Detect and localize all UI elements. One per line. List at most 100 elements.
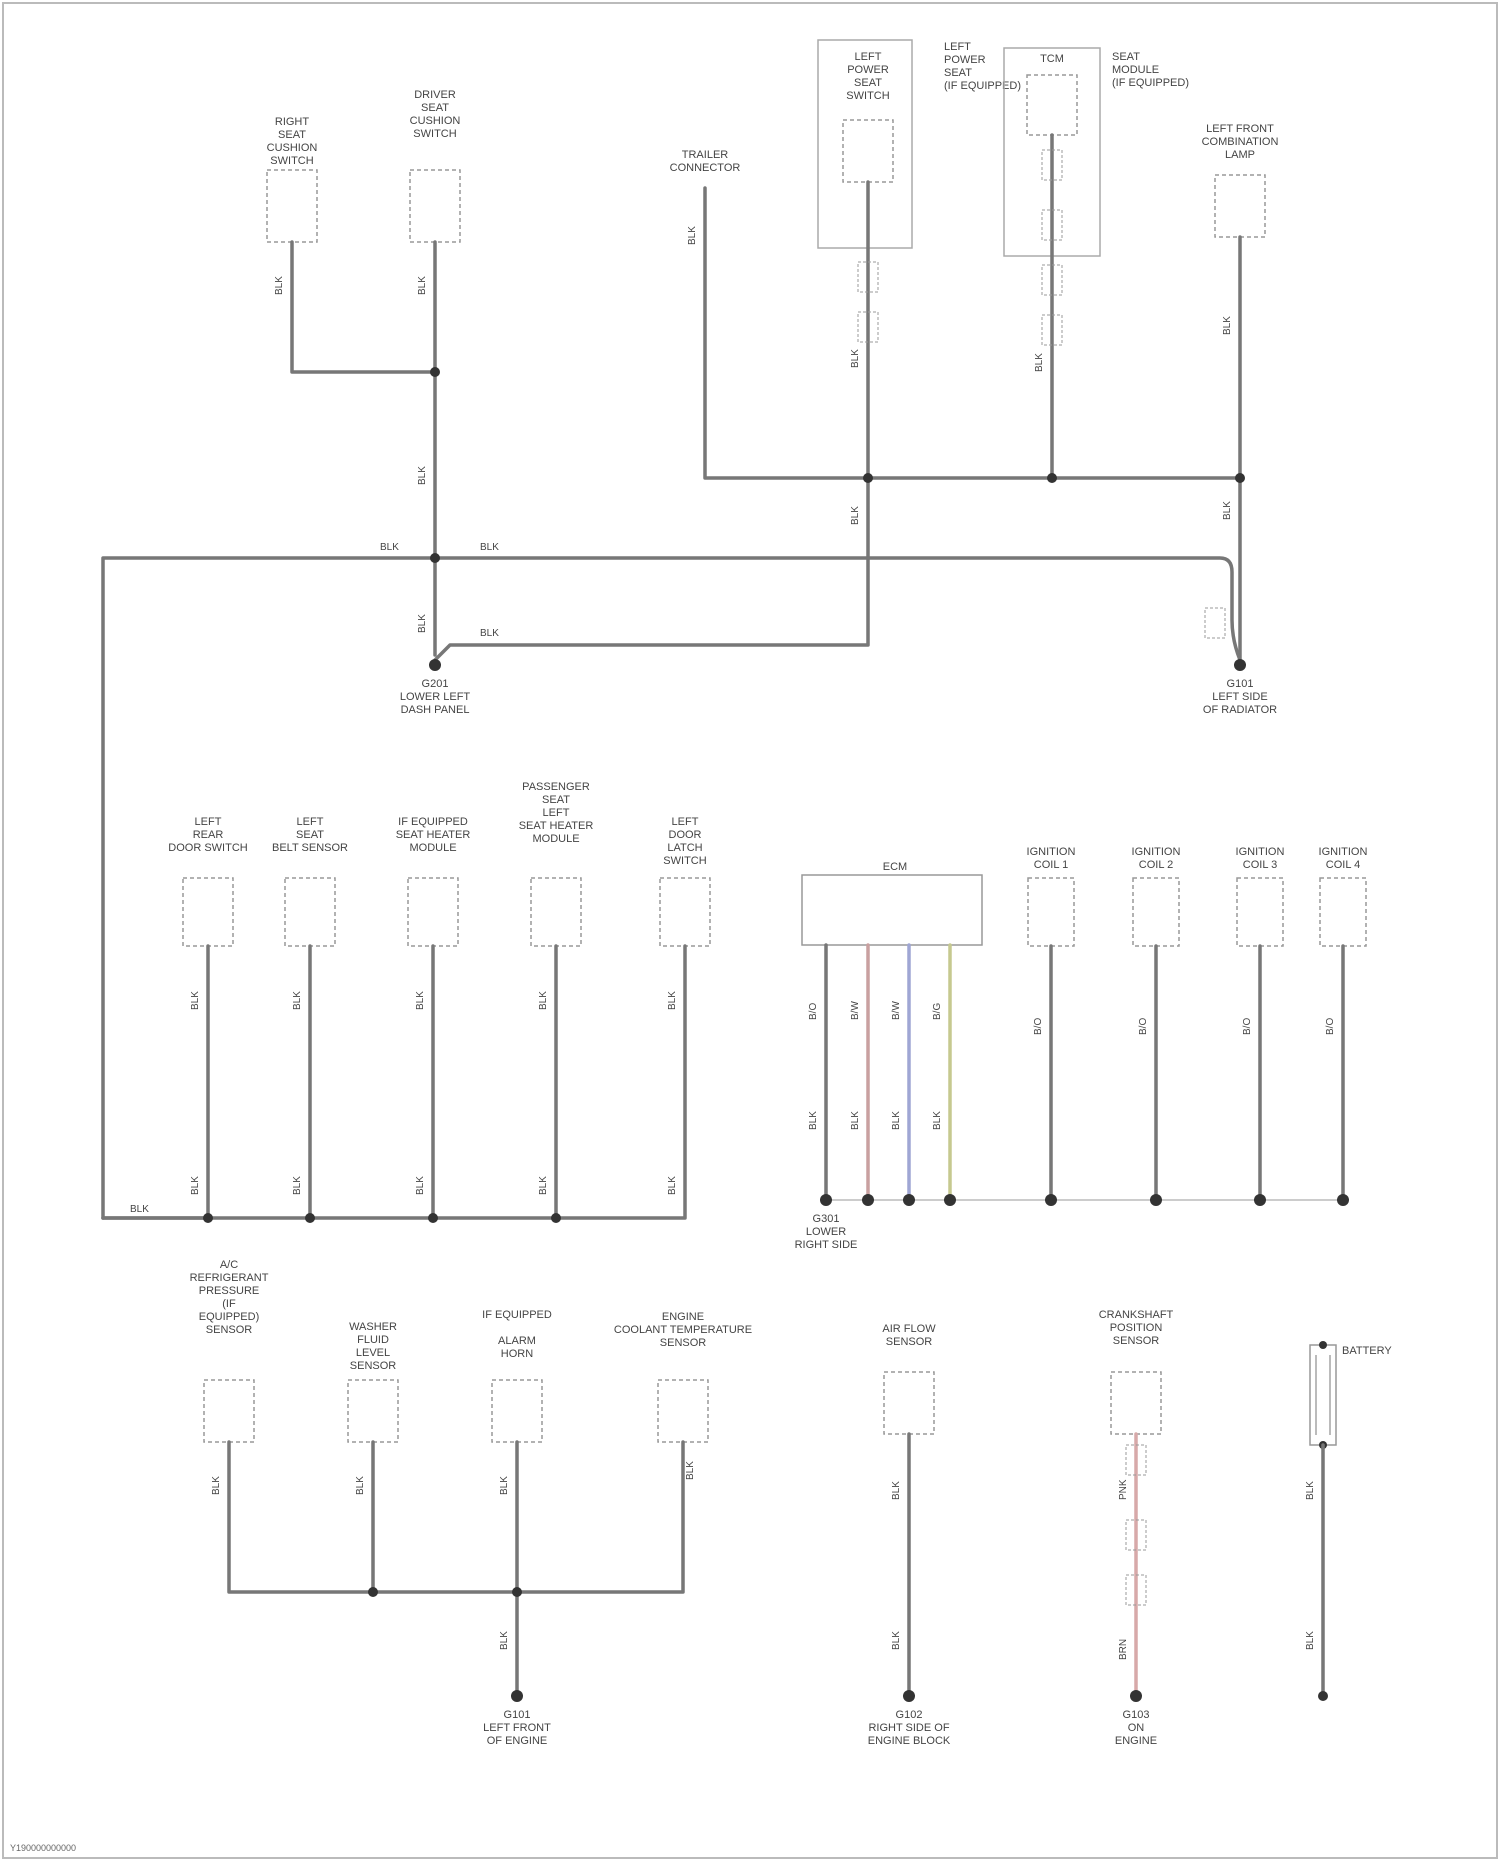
ground-label-line: OF RADIATOR <box>1203 704 1277 716</box>
component-label-line: LEFT <box>543 807 570 819</box>
component-label-line: IF EQUIPPED <box>482 1309 552 1321</box>
wire-label: BLK <box>292 1176 303 1195</box>
wire-label: PNK <box>1118 1479 1129 1500</box>
wire-label: BLK <box>417 466 428 485</box>
component-label-line: ENGINE <box>662 1311 704 1323</box>
component-label-line: IGNITION <box>1027 846 1076 858</box>
component-label-line: SENSOR <box>1113 1335 1160 1347</box>
splice <box>944 1194 956 1206</box>
splice-2 <box>863 473 873 483</box>
ground-label-line: OF ENGINE <box>487 1735 548 1747</box>
wire-label: BLK <box>499 1476 510 1495</box>
component-label-line: AIR FLOW <box>882 1323 936 1335</box>
wire-label: BLK <box>380 542 399 553</box>
splice-3 <box>1047 473 1057 483</box>
ground-label-line: ENGINE <box>1115 1735 1157 1747</box>
wire-label: BLK <box>480 542 499 553</box>
wire-label: BLK <box>685 1461 696 1480</box>
ground-label-line: G301 <box>813 1213 840 1225</box>
wire-label: BLK <box>499 1631 510 1650</box>
component-label-line: SENSOR <box>660 1337 707 1349</box>
component-label-line: LEFT <box>672 816 699 828</box>
component-label-line: CUSHION <box>410 115 461 127</box>
component-label-line: SEAT <box>278 129 306 141</box>
component-label-line: REAR <box>193 829 224 841</box>
component-label-line: HORN <box>501 1348 533 1360</box>
wire-label: BLK <box>130 1204 149 1215</box>
splice <box>428 1213 438 1223</box>
wire-label: BLK <box>808 1111 819 1130</box>
component-label-line: COMBINATION <box>1202 136 1279 148</box>
ground-label-line: DASH PANEL <box>401 704 470 716</box>
component-label-line: SEAT HEATER <box>396 829 471 841</box>
battery-label: BATTERY <box>1342 1345 1392 1357</box>
wire-label: BLK <box>292 991 303 1010</box>
wire-label: B/O <box>1242 1018 1253 1035</box>
ground-label-line: LEFT FRONT <box>483 1722 551 1734</box>
component-label-line: A/C <box>220 1259 238 1271</box>
ground-terminal-icon <box>903 1690 915 1702</box>
wire-label: BLK <box>850 506 861 525</box>
wire-label: B/O <box>1138 1018 1149 1035</box>
splice-5 <box>430 553 440 563</box>
ground-label-line: ON <box>1128 1722 1145 1734</box>
component-label-line: MODULE <box>532 833 579 845</box>
splice-1 <box>430 367 440 377</box>
component-label-line: MODULE <box>1112 64 1159 76</box>
component-label-line: DRIVER <box>414 89 456 101</box>
ground-label-line: G102 <box>896 1709 923 1721</box>
wire-label: B/O <box>1325 1018 1336 1035</box>
component-label-line: PASSENGER <box>522 781 590 793</box>
ground-label-line: LEFT SIDE <box>1212 691 1267 703</box>
ground-label-line: G101 <box>1227 678 1254 690</box>
splice <box>1337 1194 1349 1206</box>
splice-4 <box>1235 473 1245 483</box>
component-label-line: ALARM <box>498 1335 536 1347</box>
component-label-line: FLUID <box>357 1334 389 1346</box>
ground-terminal-icon <box>511 1690 523 1702</box>
splice <box>368 1587 378 1597</box>
component-label-line: POWER <box>847 64 889 76</box>
wire-label: B/O <box>808 1003 819 1020</box>
component-label-line: LEFT <box>944 41 971 53</box>
component-label-line: POWER <box>944 54 986 66</box>
wire-label: B/G <box>932 1003 943 1020</box>
component-label-line: (IF EQUIPPED) <box>1112 77 1189 89</box>
component-label-line: LEFT <box>195 816 222 828</box>
component-label-line: TCM <box>1040 53 1064 65</box>
ground-label-line: RIGHT SIDE <box>795 1239 858 1251</box>
wire-label: BLK <box>891 1631 902 1650</box>
component-label-line: SENSOR <box>350 1360 397 1372</box>
splice <box>551 1213 561 1223</box>
ground-label-line: LOWER <box>806 1226 846 1238</box>
wire-label: BLK <box>667 1176 678 1195</box>
ground-label-line: LOWER LEFT <box>400 691 471 703</box>
wire-label: BLK <box>415 1176 426 1195</box>
component-label-line: SWITCH <box>663 855 706 867</box>
component-label-line: IGNITION <box>1236 846 1285 858</box>
component-label-line: LATCH <box>667 842 702 854</box>
component-label-line: LEVEL <box>356 1347 390 1359</box>
wire-label: BLK <box>1222 501 1233 520</box>
splice <box>1254 1194 1266 1206</box>
component-label-line: SEAT <box>944 67 972 79</box>
component-label-line: SEAT HEATER <box>519 820 594 832</box>
wire-label: B/O <box>1033 1018 1044 1035</box>
component-label-line: LEFT FRONT <box>1206 123 1274 135</box>
wire-label: BLK <box>190 1176 201 1195</box>
component-label-line: SEAT <box>296 829 324 841</box>
wire-label: BLK <box>415 991 426 1010</box>
wire-label: BLK <box>850 1111 861 1130</box>
splice <box>862 1194 874 1206</box>
component-label-line: LAMP <box>1225 149 1255 161</box>
wire-label: B/W <box>850 1001 861 1020</box>
wire-label: BLK <box>538 991 549 1010</box>
component-label-line: SEAT <box>854 77 882 89</box>
wire-label: BLK <box>687 226 698 245</box>
wire-label: BLK <box>355 1476 366 1495</box>
component-label-line: SWITCH <box>270 155 313 167</box>
component-label-line: TRAILER <box>682 149 729 161</box>
